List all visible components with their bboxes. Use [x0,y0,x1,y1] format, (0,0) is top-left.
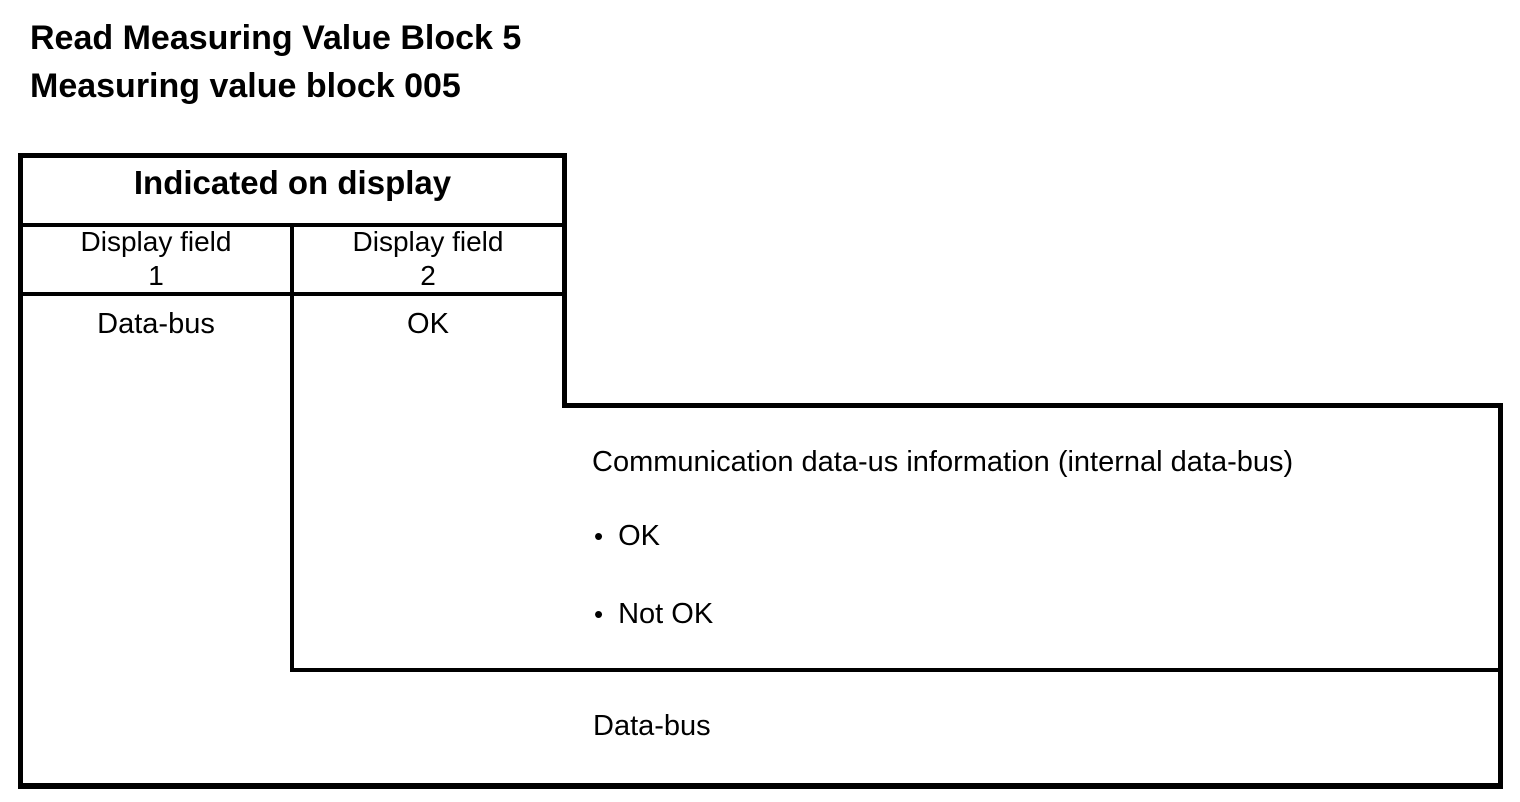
page-title-line-2: Measuring value block 005 [30,67,461,105]
column-1-header: Display field 1 [22,225,290,293]
column-1-header-line-2: 1 [148,260,164,291]
column-2-header-line-2: 2 [420,260,436,291]
outer-left-border [18,153,23,789]
table-right-border [562,153,567,408]
page-title: Read Measuring Value Block 5 Measuring v… [30,14,521,110]
column-1-value: Data-bus [97,308,215,340]
callout-top-border [562,403,1503,408]
field2-bullet-item-ok: • OK [594,518,660,554]
column-2-header: Display field 2 [294,225,562,293]
field2-bullet-item-not-ok: • Not OK [594,596,713,632]
bullet-item-label: OK [618,520,661,552]
table-header: Indicated on display [133,164,452,201]
field1-callout-label: Data-bus [593,710,711,742]
outer-right-border [1498,403,1503,789]
table-top-border [18,153,567,158]
bullet-icon: • [594,521,604,551]
page-title-line-1: Read Measuring Value Block 5 [30,19,522,57]
column-divider-line [290,223,294,672]
field2-callout-heading: Communication data-us information (inter… [592,446,1294,478]
outer-bottom-border [18,783,1503,789]
bullet-icon: • [594,599,604,629]
column-2-header-line-1: Display field [352,226,504,257]
bullet-item-label: Not OK [618,598,714,630]
column-2-value: OK [407,308,449,340]
callout-bottom-border [290,668,1503,672]
column-1-header-line-1: Display field [80,226,232,257]
